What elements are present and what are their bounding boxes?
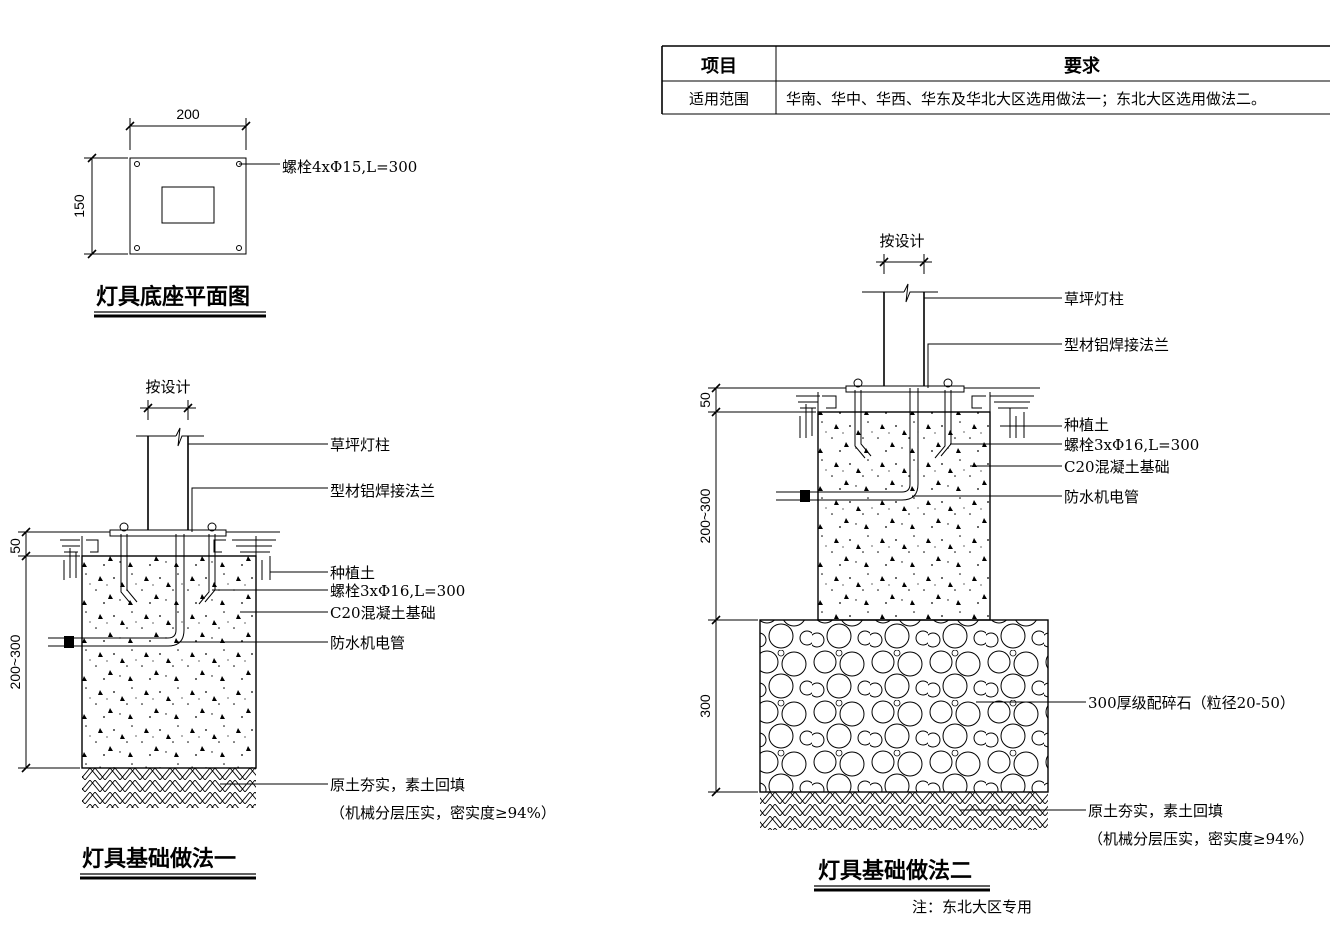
plan-bolt-label: 螺栓4xΦ15,L=300 bbox=[282, 158, 417, 176]
plan-dim-height: 150 bbox=[71, 194, 87, 218]
m2-label-compaction: 原土夯实，素土回填 bbox=[1088, 802, 1223, 820]
m1-label-lawn-post: 草坪灯柱 bbox=[330, 436, 390, 454]
m2-label-concrete: C20混凝土基础 bbox=[1064, 458, 1170, 476]
m2-dim-top: 按设计 bbox=[879, 232, 924, 250]
m2-label-flange: 型材铝焊接法兰 bbox=[1064, 336, 1169, 354]
m2-label-planting-soil: 种植土 bbox=[1064, 416, 1109, 434]
m2-label-bolt: 螺栓3xΦ16,L=300 bbox=[1064, 436, 1199, 454]
m1-dim-depth: 200~300 bbox=[7, 634, 23, 689]
m1-planting-soil-hatch bbox=[60, 539, 276, 582]
plan-dim-width: 200 bbox=[176, 106, 200, 122]
m1-label-compaction-note: （机械分层压实，密实度≥94%） bbox=[330, 804, 556, 822]
m2-label-conduit: 防水机电管 bbox=[1064, 488, 1139, 506]
m2-title: 灯具基础做法二 bbox=[818, 858, 972, 884]
m1-label-bolt: 螺栓3xΦ16,L=300 bbox=[330, 582, 465, 600]
m1-dim-top: 按设计 bbox=[145, 378, 190, 396]
requirements-table: 项目 要求 适用范围 华南、华中、华西、华东及华北大区选用做法一；东北大区选用做… bbox=[661, 45, 1330, 115]
m1-label-planting-soil: 种植土 bbox=[330, 564, 375, 582]
m1-label-concrete: C20混凝土基础 bbox=[330, 604, 436, 622]
method-one-section: 按设计 bbox=[7, 378, 556, 880]
m1-label-flange: 型材铝焊接法兰 bbox=[330, 482, 435, 500]
m2-dim-depth: 200~300 bbox=[697, 488, 713, 543]
m1-title: 灯具基础做法一 bbox=[82, 846, 236, 872]
m2-label-lawn-post: 草坪灯柱 bbox=[1064, 290, 1124, 308]
table-header-requirement: 要求 bbox=[1064, 55, 1101, 77]
m2-dim-50: 50 bbox=[697, 392, 713, 408]
m1-label-compaction: 原土夯实，素土回填 bbox=[330, 776, 465, 794]
m2-label-gravel: 300厚级配碎石（粒径20-50） bbox=[1088, 694, 1295, 712]
m1-dim-50: 50 bbox=[7, 538, 23, 554]
base-plan-view: 200 150 螺栓4xΦ15,L=300 灯具底座平面图 bbox=[71, 106, 417, 318]
m2-label-compaction-note: （机械分层压实，密实度≥94%） bbox=[1088, 830, 1314, 848]
table-cell-scope: 适用范围 bbox=[689, 90, 749, 108]
m2-planting-soil-hatch bbox=[796, 395, 1034, 438]
method-two-section: 按设计 bbox=[697, 232, 1314, 916]
table-cell-requirement: 华南、华中、华西、华东及华北大区选用做法一；东北大区选用做法二。 bbox=[786, 90, 1266, 108]
table-header-item: 项目 bbox=[701, 56, 737, 77]
m2-dim-gravel: 300 bbox=[697, 694, 713, 718]
plan-title: 灯具底座平面图 bbox=[96, 284, 250, 310]
m1-label-conduit: 防水机电管 bbox=[330, 634, 405, 652]
m2-note: 注：东北大区专用 bbox=[912, 898, 1032, 916]
